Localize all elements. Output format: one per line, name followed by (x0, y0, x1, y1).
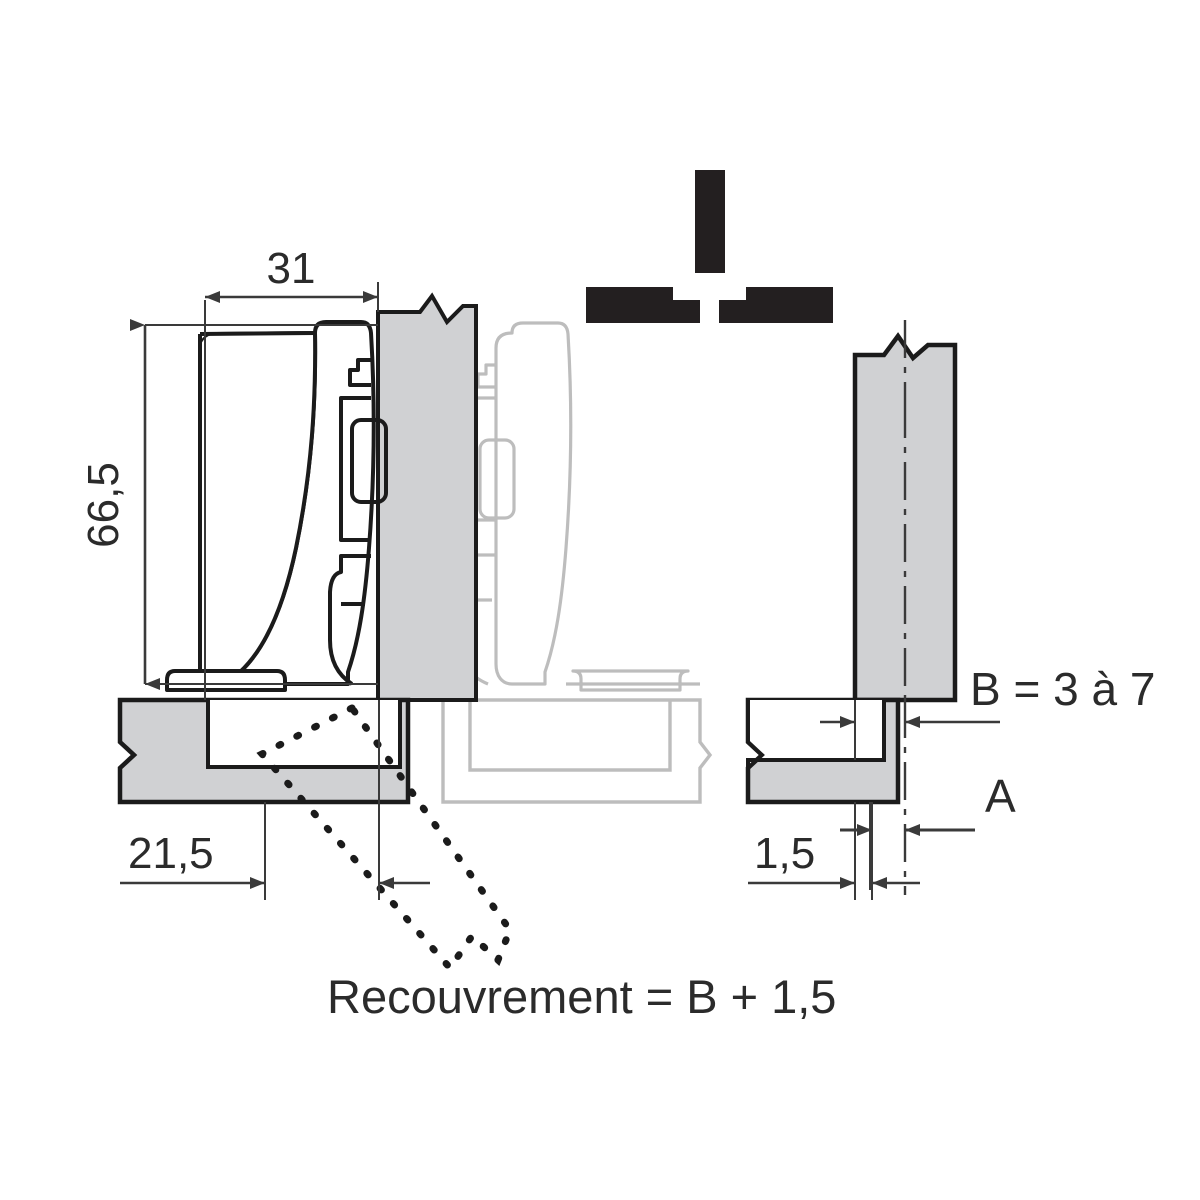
ghost-cabinet-outline (441, 698, 713, 804)
dimension-a: A (840, 770, 1016, 890)
door-panel (376, 292, 478, 702)
right-view-group: B = 3 à 7 A 1,5 (745, 320, 1155, 900)
dimension-b: B = 3 à 7 (820, 663, 1155, 760)
ghost-cabinet-recess (468, 700, 672, 772)
hinge-arm-profile (238, 332, 318, 684)
hinge-foot-plate (165, 669, 287, 692)
left-view-group: 31 66,5 21,5 Recouvrement = B + 1,5 (79, 244, 836, 1023)
dimension-1-5: 1,5 (748, 802, 920, 900)
hinge-assembly (165, 320, 388, 692)
dim-31-label: 31 (267, 244, 316, 293)
pictogram-application-type (586, 170, 833, 323)
cabinet-panel-recess (206, 700, 402, 769)
dimension-66-5: 66,5 (79, 319, 378, 690)
dimension-31: 31 (204, 244, 379, 700)
dim-a-label: A (985, 770, 1016, 822)
ghost-hinge-foot (571, 669, 690, 692)
dim-215-label: 21,5 (128, 829, 214, 878)
right-cabinet-recess (746, 700, 886, 773)
hinge-clip-detail (328, 358, 388, 686)
ghost-hinge-arm (494, 321, 573, 686)
pictogram-left-panel-icon (586, 287, 700, 323)
pictogram-right-panel-icon (719, 287, 833, 323)
ghost-cabinet-panel (441, 698, 713, 804)
pictogram-vertical-door-icon (695, 170, 725, 273)
door-open-position-outline (256, 703, 514, 974)
dim-b-label: B = 3 à 7 (970, 663, 1155, 715)
ghost-clip-detail (476, 363, 496, 389)
dimension-21-5: 21,5 (120, 700, 430, 900)
dim-665-label: 66,5 (79, 462, 128, 548)
overlay-formula-label: Recouvrement = B + 1,5 (327, 970, 836, 1023)
dim-15-label: 1,5 (754, 829, 815, 878)
hinge-arm-left-fill (200, 333, 316, 684)
ghost-slot (478, 438, 516, 520)
hinge-arm-top-edge (199, 331, 316, 336)
